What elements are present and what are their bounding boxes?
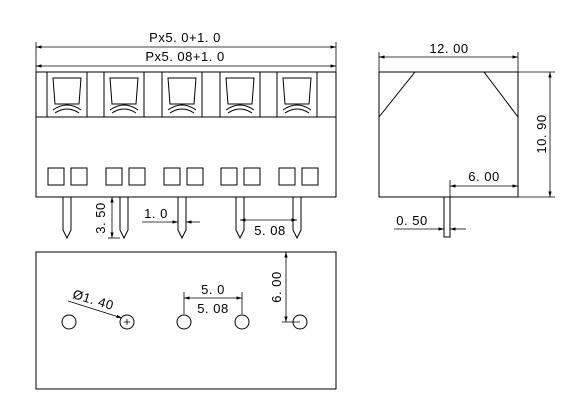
hole-pitch-label-2: 5. 08 [197,301,228,316]
overall-pitch-label: Px5. 0+1. 0 [149,30,221,45]
bottom-view: Ø1. 40 5. 0 5. 08 6. 00 [35,251,337,390]
pcb-holes [61,314,308,330]
hole-diameter-leader [67,300,123,319]
wire-entry-squares [47,167,319,186]
screw-cavities [46,71,318,118]
housing-outline [35,71,337,198]
pin-offset-label: 6. 00 [468,169,499,184]
pcb-hole [176,314,192,330]
screw-cavity [103,71,145,118]
screw-cavity [161,71,203,118]
pin-width-label: 1. 0 [144,206,168,221]
pin-thickness-label: 0. 50 [396,213,427,228]
screw-cavity [46,71,88,118]
pins [62,197,302,240]
pcb-footprint-outline [35,251,337,390]
side-height-label: 10. 90 [534,114,549,153]
pcb-hole [61,314,77,330]
screw-cavity [276,71,318,118]
pin-pitch-label: 5. 08 [254,223,285,238]
pin-length-label: 3. 50 [93,202,108,233]
side-view: 12. 00 10. 90 6. 00 0. 50 [378,41,555,238]
overall-pitch-label-2: Px5. 08+1. 0 [145,49,224,64]
pcb-hole [119,314,135,330]
hole-offset-label: 6. 00 [269,271,284,302]
side-pin [443,196,451,238]
pcb-hole [234,314,250,330]
screw-cavity [219,71,261,118]
side-width-label: 12. 00 [429,41,468,56]
front-view: Px5. 0+1. 0 Px5. 08+1. 0 [35,30,337,240]
hole-pitch-label: 5. 0 [201,282,225,297]
